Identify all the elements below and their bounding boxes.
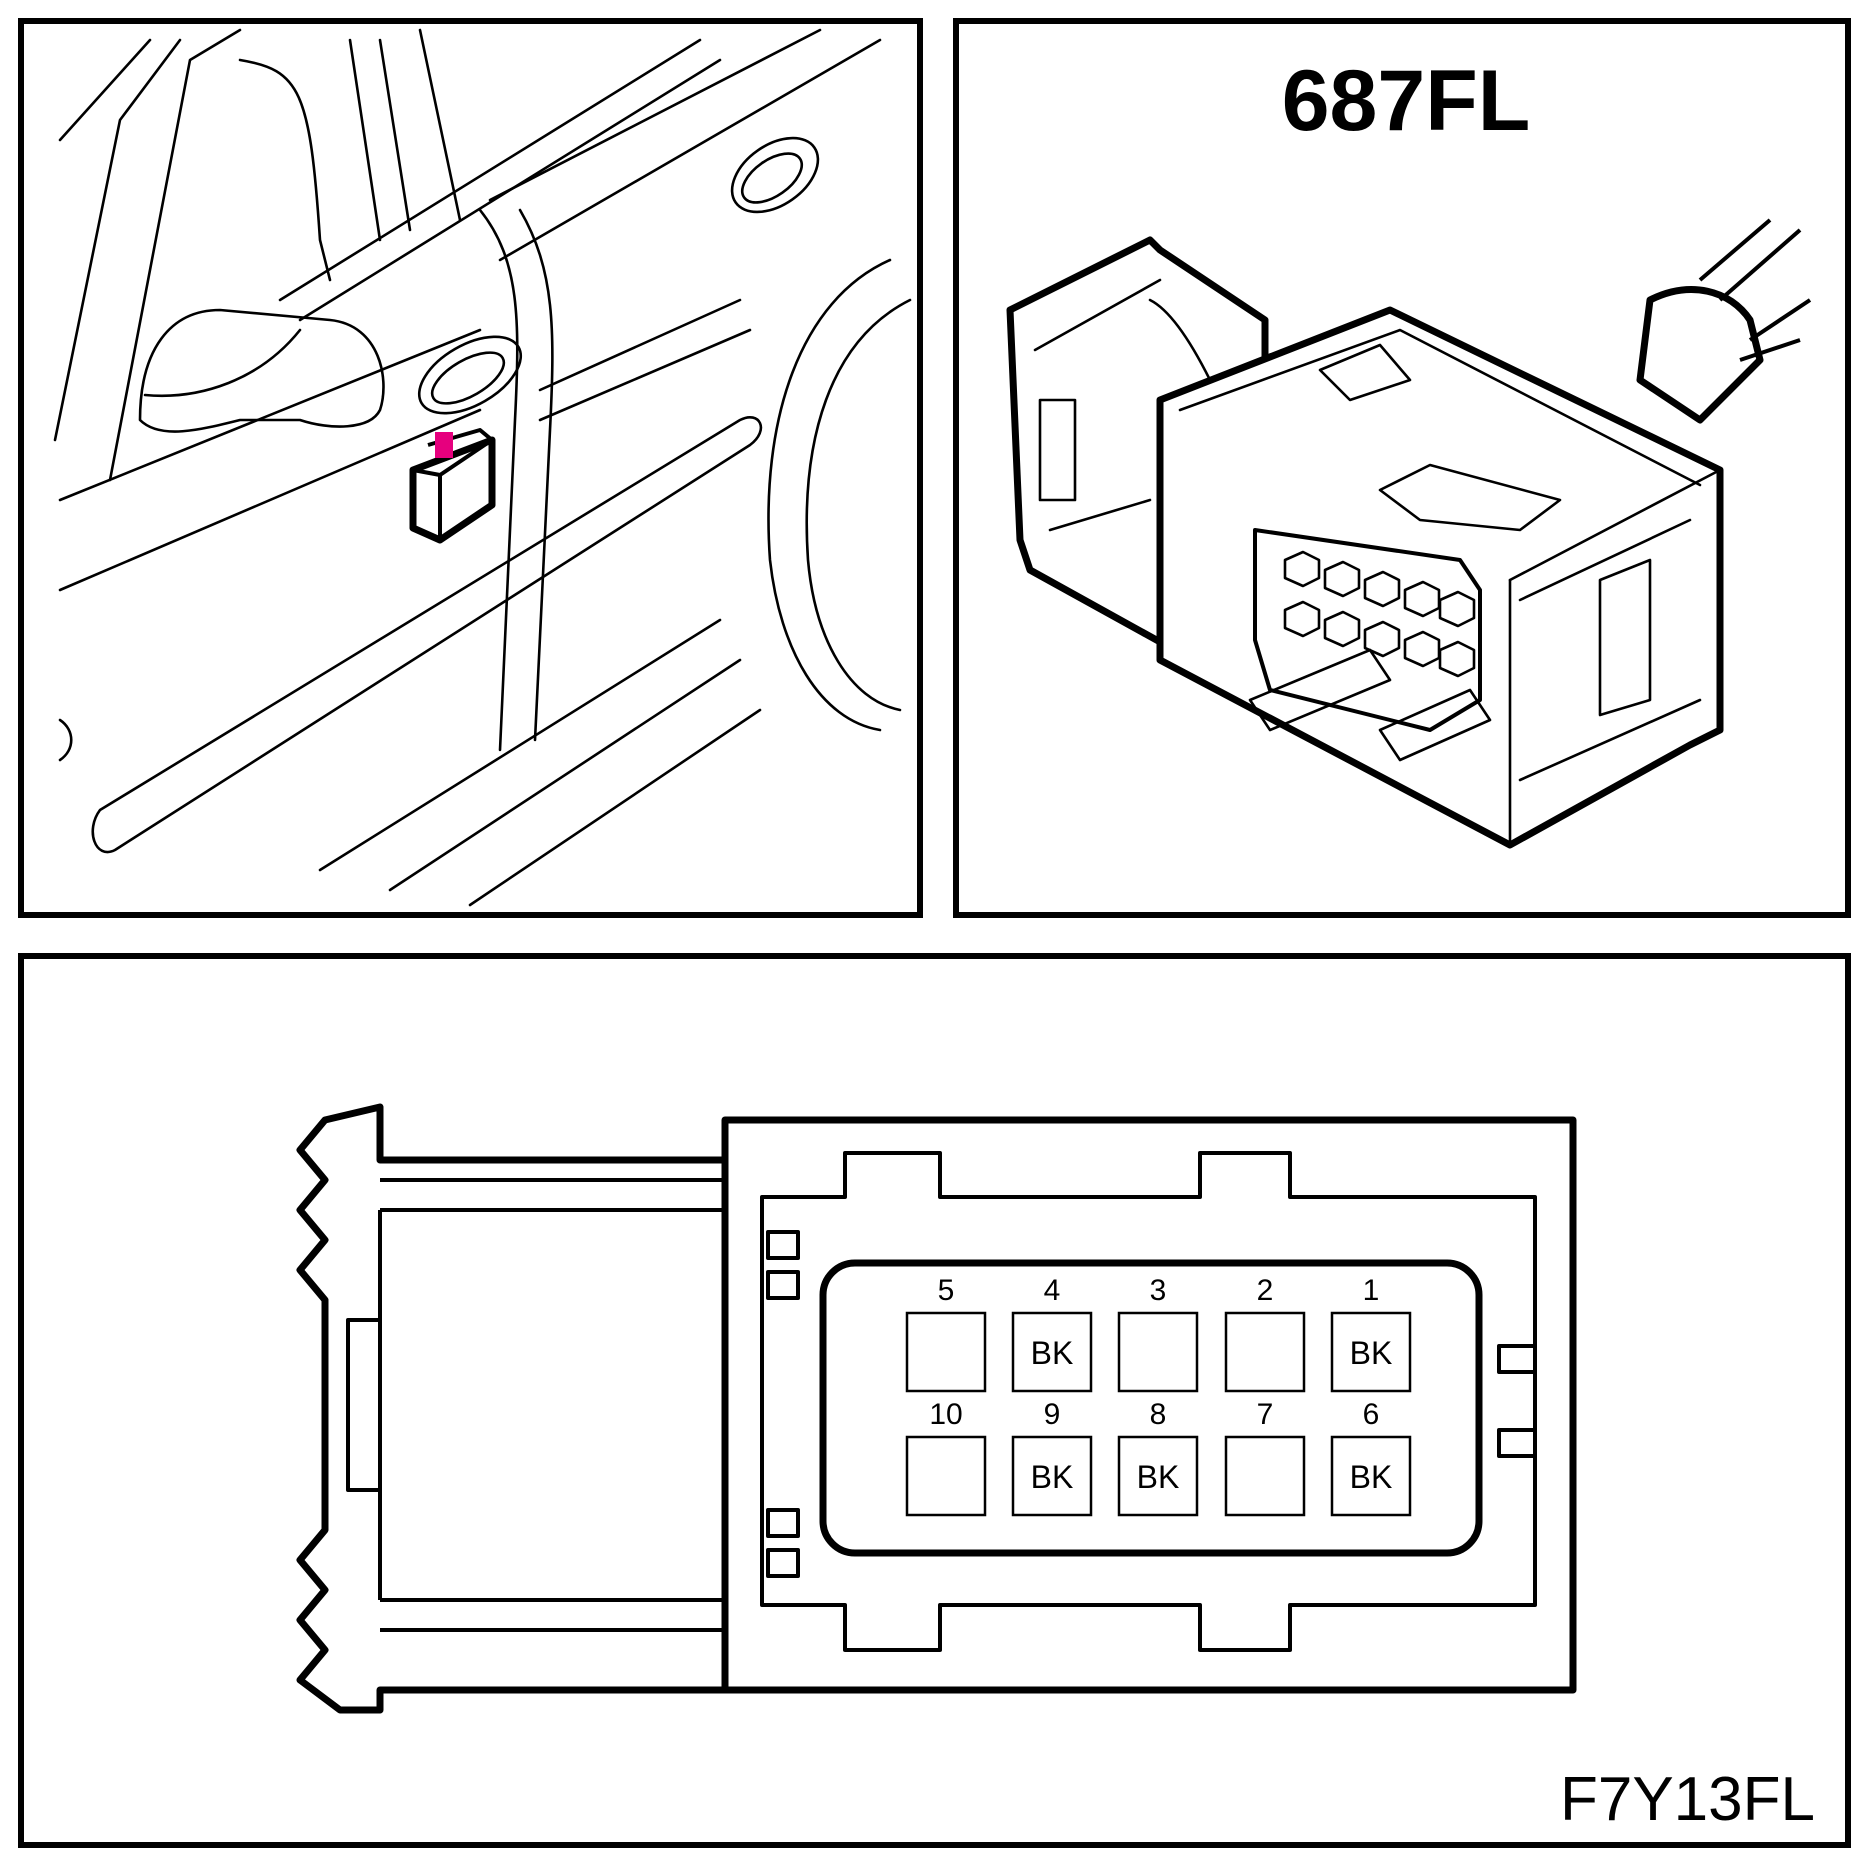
perspective-pin-cavities <box>1283 550 1476 678</box>
connector-face-illustration <box>296 1103 1577 1714</box>
pin-8: 8BK <box>1117 1398 1199 1517</box>
pin-number: 7 <box>1257 1398 1274 1431</box>
pin-10: 10 <box>905 1398 987 1517</box>
connector-3d-illustration <box>1006 218 1812 849</box>
pin-cavity <box>1224 1311 1306 1393</box>
pin-number: 9 <box>1044 1398 1061 1431</box>
pin-cavity <box>1224 1435 1306 1517</box>
pin-cavity <box>905 1311 987 1393</box>
connector-location-marker <box>435 432 453 458</box>
pin-1: 1BK <box>1330 1274 1412 1393</box>
pin-3: 3 <box>1117 1274 1199 1393</box>
pin-6: 6BK <box>1330 1398 1412 1517</box>
pin-number: 8 <box>1150 1398 1167 1431</box>
figure-code: F7Y13FL <box>1560 1765 1815 1834</box>
pin-cavity <box>1011 1311 1093 1393</box>
connector-location-callout <box>409 428 496 544</box>
pin-wire-color: BK <box>1350 1335 1393 1371</box>
pin-wire-color: BK <box>1137 1459 1180 1495</box>
pin-wire-color: BK <box>1031 1459 1074 1495</box>
car-door-illustration <box>53 28 912 907</box>
pin-cavity <box>1011 1435 1093 1517</box>
pin-number: 4 <box>1044 1274 1061 1307</box>
pin-2: 2 <box>1224 1274 1306 1393</box>
pin-cavity <box>1117 1311 1199 1393</box>
connector-perspective-panel: 687FL <box>953 18 1851 918</box>
pin-number: 5 <box>938 1274 955 1307</box>
pin-4: 4BK <box>1011 1274 1093 1393</box>
pin-cavity <box>905 1435 987 1517</box>
pin-7: 7 <box>1224 1398 1306 1517</box>
pin-9: 9BK <box>1011 1398 1093 1517</box>
pin-wire-color: BK <box>1350 1459 1393 1495</box>
connector-title: 687FL <box>1282 53 1531 149</box>
pin-number: 10 <box>929 1398 962 1431</box>
pin-number: 2 <box>1257 1274 1274 1307</box>
pin-cavity <box>1330 1435 1412 1517</box>
location-view-panel <box>18 18 923 918</box>
pin-wire-color: BK <box>1031 1335 1074 1371</box>
pin-5: 5 <box>905 1274 987 1393</box>
pin-number: 1 <box>1363 1274 1380 1307</box>
pin-number: 6 <box>1363 1398 1380 1431</box>
pin-cavity <box>1117 1435 1199 1517</box>
pin-cavity <box>1330 1311 1412 1393</box>
pin-number: 3 <box>1150 1274 1167 1307</box>
